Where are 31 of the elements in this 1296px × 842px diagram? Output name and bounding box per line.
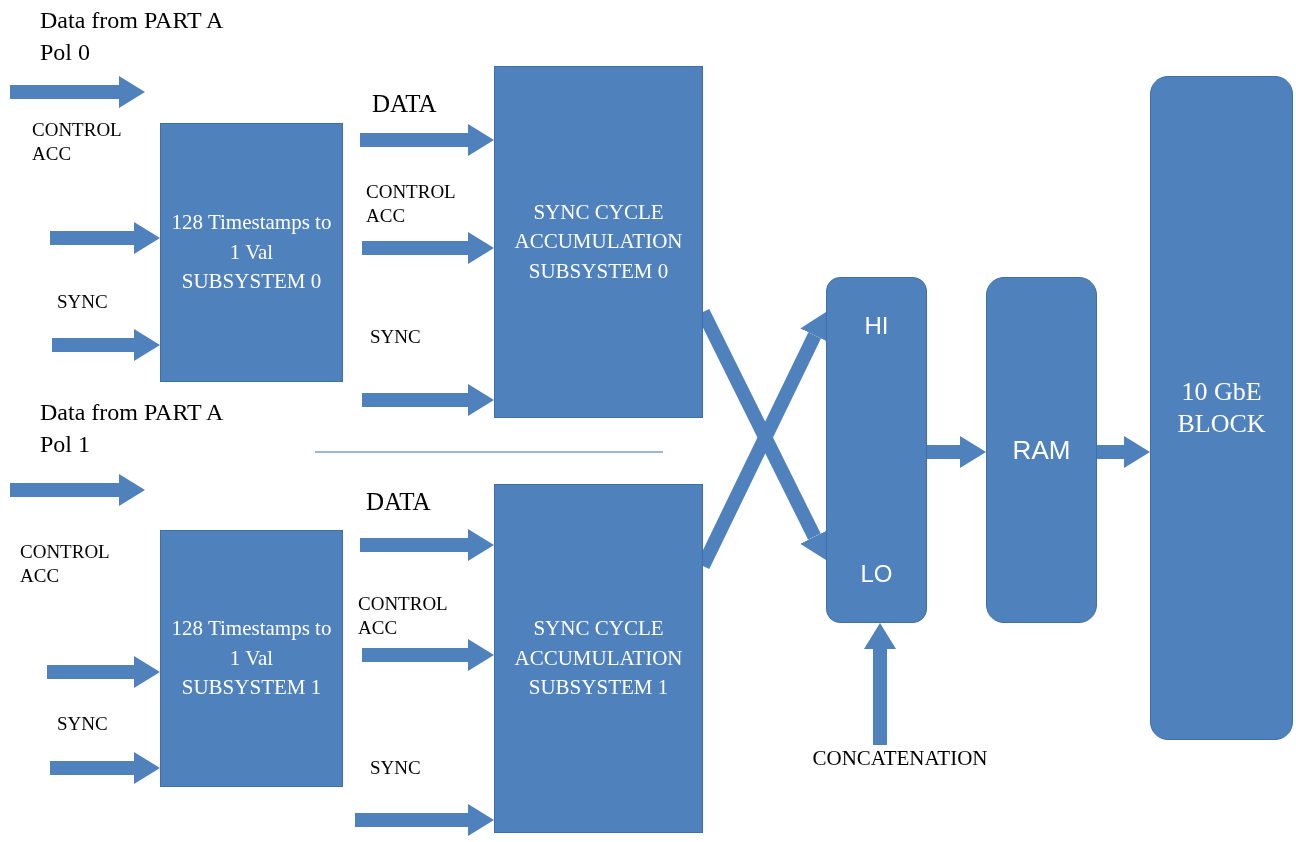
block-arrow [355,804,494,836]
block-arrow [52,329,160,361]
block-text: HI [864,311,889,341]
input-label: Data from PART A Pol 0 [40,6,224,68]
input-label: Data from PART A Pol 1 [40,398,224,460]
subsystem-box [494,484,703,833]
subsystem-box [160,123,343,382]
block-arrow [362,232,494,264]
rounded-block [986,277,1097,623]
concatenation-label: CONCATENATION [790,745,1010,775]
subsystem-box [494,66,703,418]
block-text: RAM [1012,433,1071,467]
block-arrow [864,623,896,745]
block-text: 10 GbE BLOCK [1176,375,1267,440]
block-text: SYNC CYCLE ACCUMULATION SUBSYSTEM 0 [513,198,684,285]
block-text: SYNC CYCLE ACCUMULATION SUBSYSTEM 1 [513,615,684,702]
block-text: LO [860,559,893,589]
block-arrow [360,529,494,561]
block-text: 128 Timestamps to 1 Val SUBSYSTEM 1 [170,615,333,702]
rounded-block [1150,76,1293,740]
block-text: 128 Timestamps to 1 Val SUBSYSTEM 0 [170,209,333,296]
block-arrow [1097,436,1150,468]
subsystem-box [160,530,343,787]
block-arrow [362,384,494,416]
block-arrow [360,124,494,156]
block-arrow [47,656,160,688]
block-arrow [50,222,160,254]
block-arrow [927,436,986,468]
block-arrow [362,639,494,671]
block-arrow [50,752,160,784]
hi-lo-block [826,277,927,623]
